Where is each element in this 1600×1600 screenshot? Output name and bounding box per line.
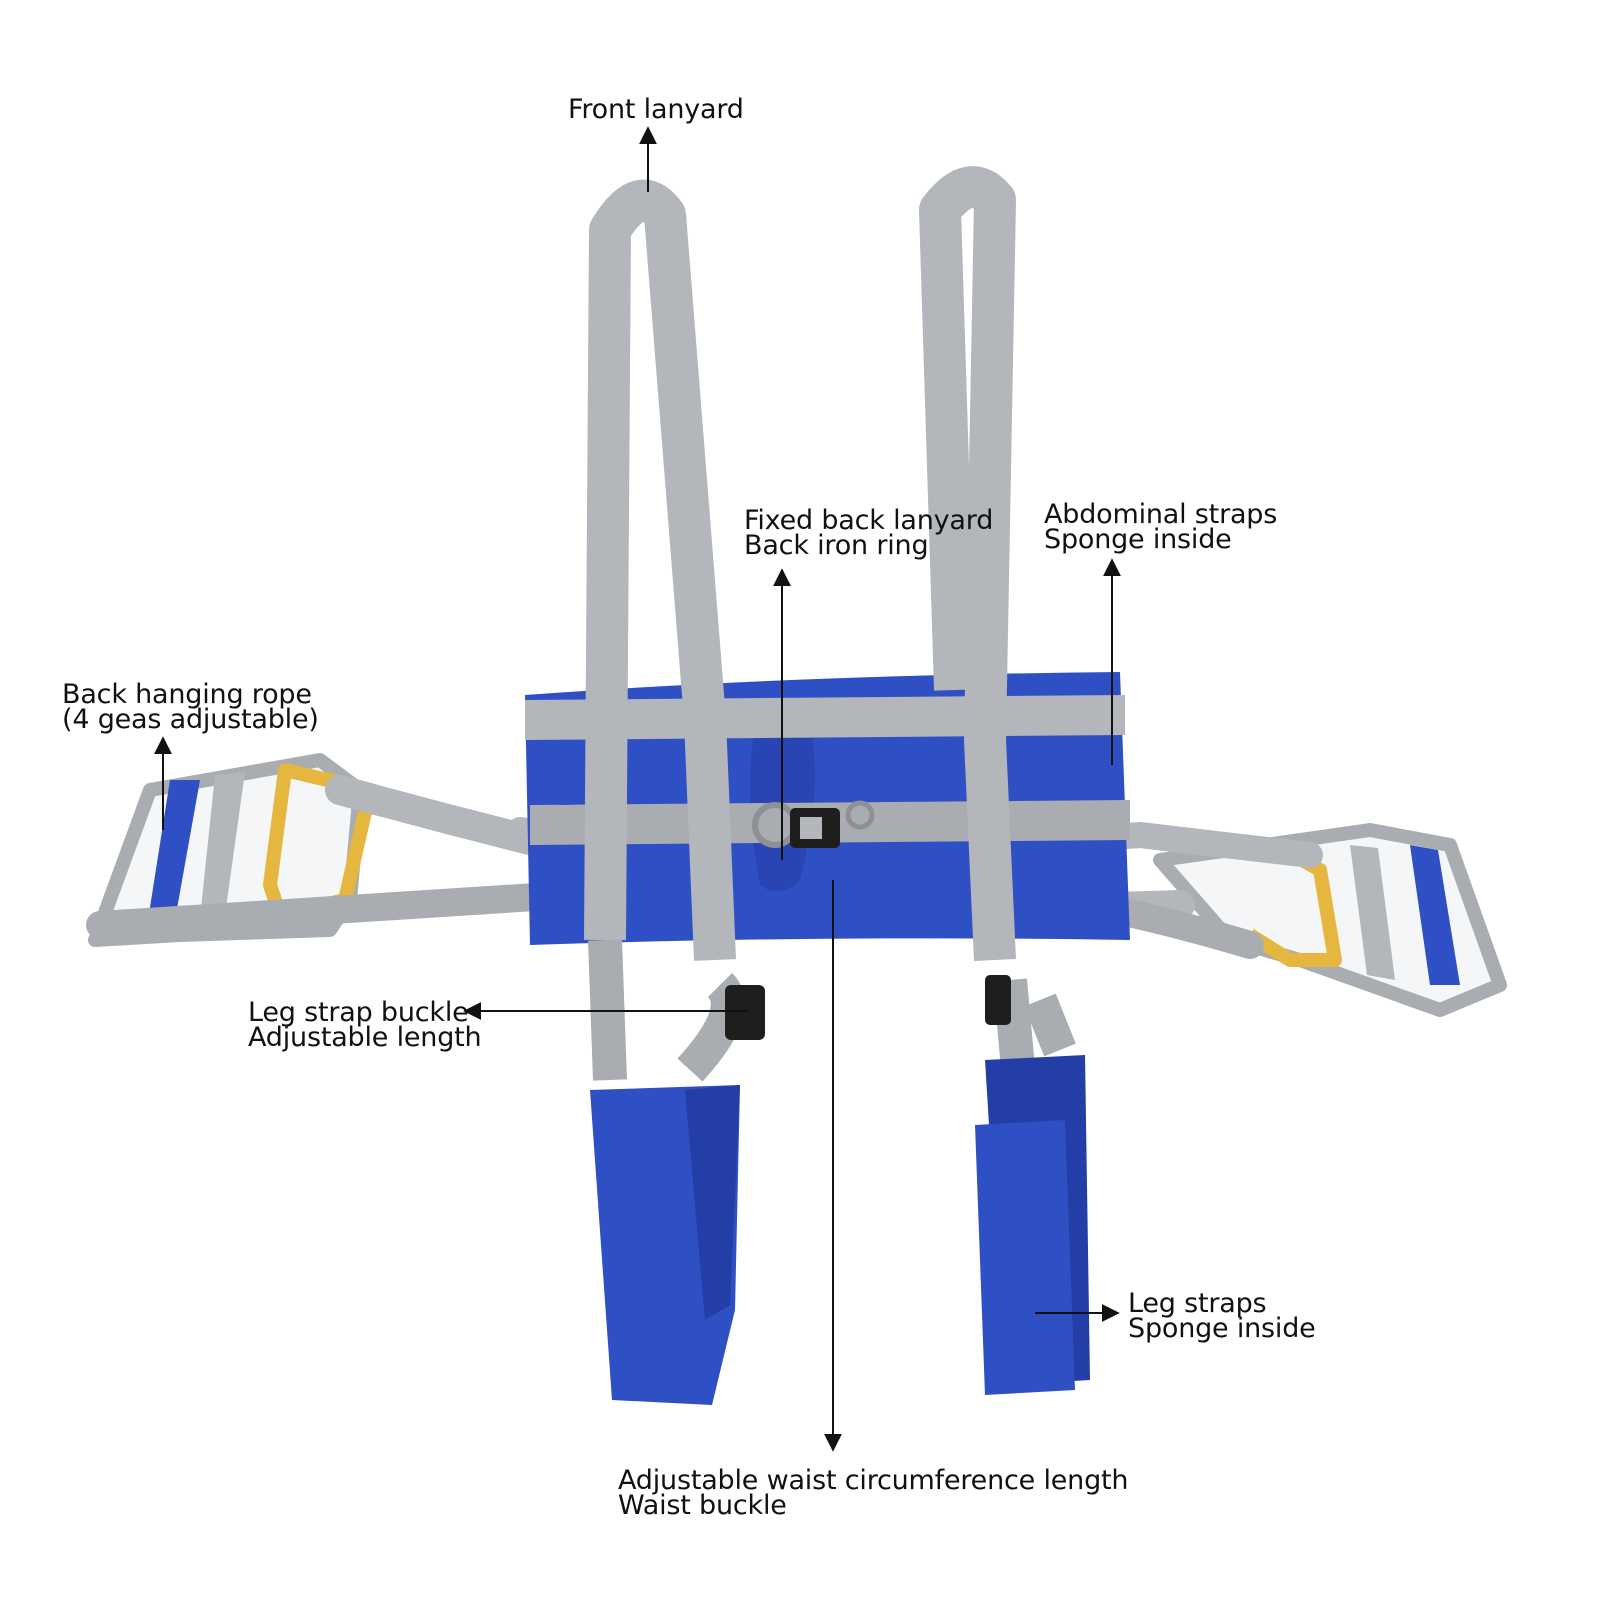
label-abdominal-straps: Abdominal straps Sponge inside (1044, 499, 1278, 555)
label-back-hanging-rope: Back hanging rope (4 geas adjustable) (62, 679, 319, 735)
label-front-lanyard: Front lanyard (568, 94, 744, 125)
label-leg-straps: Leg straps Sponge inside (1128, 1288, 1316, 1344)
label-waist-buckle: Adjustable waist circumference length Wa… (618, 1465, 1129, 1521)
waist-buckle (752, 800, 875, 848)
label-fixed-back-lanyard: Fixed back lanyard Back iron ring (744, 505, 994, 561)
front-lanyards (584, 166, 1016, 961)
leg-strap-buckles (725, 975, 1011, 1040)
arrow-icon (154, 126, 1121, 1452)
leg-pads (590, 1055, 1090, 1405)
label-leg-strap-buckle: Leg strap buckle Adjustable length (248, 997, 482, 1053)
